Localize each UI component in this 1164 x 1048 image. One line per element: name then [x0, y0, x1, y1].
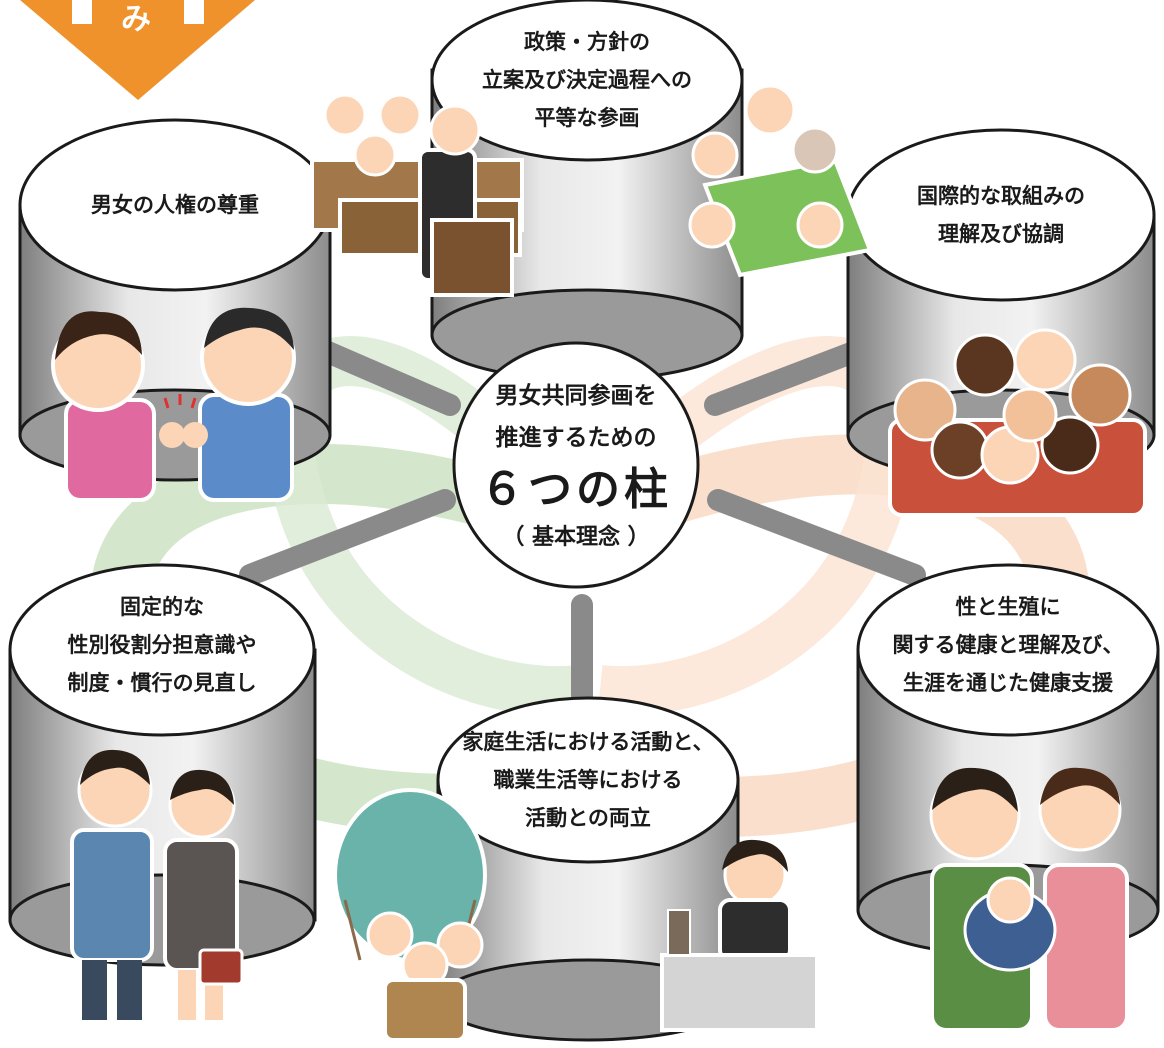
pillar-label-work-life: 家庭生活における活動と、 職業生活等における 活動との両立: [462, 730, 714, 830]
office-worker-illustration: [660, 839, 819, 1032]
pillar-label-policy: 政策・方針の 立案及び決定過程への 平等な参画: [482, 30, 692, 130]
fist-bump-couple-illustration: [51, 307, 296, 502]
pillar-label-international: 国際的な取組みの 理解及び協調: [917, 184, 1085, 246]
pillar-label-gender-roles: 固定的な 性別役割分担意識や 制度・慣行の見直し: [67, 595, 257, 695]
meeting-illustration: [688, 84, 873, 278]
center-subtitle: （ 基本理念 ）: [502, 525, 650, 550]
pillar-label-human-rights: 男女の人権の尊重: [91, 193, 259, 217]
center-big-title: ６つの柱: [480, 464, 672, 515]
cylinder-gender-roles: [8, 563, 317, 967]
couple-apron-suit-illustration: [70, 749, 244, 1020]
center-circle: [452, 341, 700, 589]
orange-arrow-badge: [20, 0, 255, 100]
center-title: 男女共同参画を 推進するための ６つの柱 （ 基本理念 ）: [436, 345, 716, 585]
balloon-family-illustration: [333, 788, 487, 1042]
pillar-label-reproductive-health: 性と生殖に 関する健康と理解及び、 生涯を通じた健康支援: [892, 595, 1124, 695]
center-line-1: 男女共同参画を: [495, 383, 657, 409]
diverse-crowd-illustration: [888, 328, 1147, 517]
parents-with-baby-illustration: [929, 767, 1129, 1032]
badge-char: み: [121, 2, 151, 37]
assembly-illustration: [310, 93, 524, 297]
center-line-2: 推進するための: [495, 425, 657, 451]
